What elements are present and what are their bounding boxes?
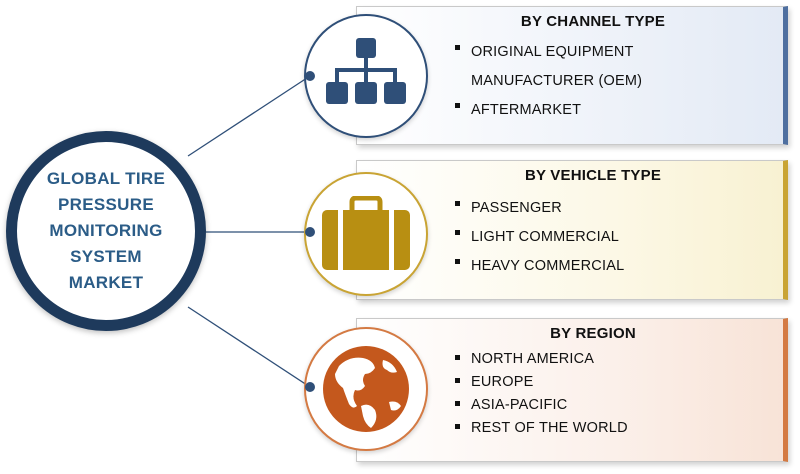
vehicle-icon-circle: [304, 172, 428, 296]
channel-icon-circle: [304, 14, 428, 138]
vehicle-type-card: BY VEHICLE TYPE PASSENGER LIGHT COMMERCI…: [356, 160, 788, 300]
region-card: BY REGION NORTH AMERICA EUROPE ASIA-PACI…: [356, 318, 788, 462]
list-item: ORIGINAL EQUIPMENT: [453, 38, 773, 67]
region-title: BY REGION: [550, 325, 636, 342]
channel-type-card: BY CHANNEL TYPE ORIGINAL EQUIPMENT MANUF…: [356, 6, 788, 145]
list-item: MANUFACTURER (OEM): [471, 73, 643, 89]
list-item: AFTERMARKET: [453, 96, 773, 125]
region-icon-circle: [304, 327, 428, 451]
region-list: NORTH AMERICA EUROPE ASIA-PACIFIC REST O…: [453, 348, 773, 440]
market-hub-circle: GLOBAL TIRE PRESSURE MONITORING SYSTEM M…: [6, 131, 206, 331]
list-item: EUROPE: [453, 371, 773, 394]
vehicle-type-list: PASSENGER LIGHT COMMERCIAL HEAVY COMMERC…: [453, 194, 773, 281]
hierarchy-icon: [326, 38, 406, 104]
channel-type-title: BY CHANNEL TYPE: [520, 13, 666, 30]
list-item: PASSENGER: [453, 194, 773, 223]
list-item: LIGHT COMMERCIAL: [453, 223, 773, 252]
list-item: NORTH AMERICA: [453, 348, 773, 371]
list-item: REST OF THE WORLD: [453, 417, 773, 440]
hub-title: GLOBAL TIRE PRESSURE MONITORING SYSTEM M…: [46, 169, 166, 292]
connector-dot: [305, 71, 315, 81]
connector-dot: [305, 382, 315, 392]
list-item: HEAVY COMMERCIAL: [453, 252, 773, 281]
briefcase-icon: [322, 196, 410, 270]
list-item: ASIA-PACIFIC: [453, 394, 773, 417]
connector-dot: [305, 227, 315, 237]
globe-icon: [323, 346, 409, 432]
vehicle-type-title: BY VEHICLE TYPE: [524, 167, 662, 184]
channel-type-list: ORIGINAL EQUIPMENT MANUFACTURER (OEM) AF…: [453, 38, 773, 125]
